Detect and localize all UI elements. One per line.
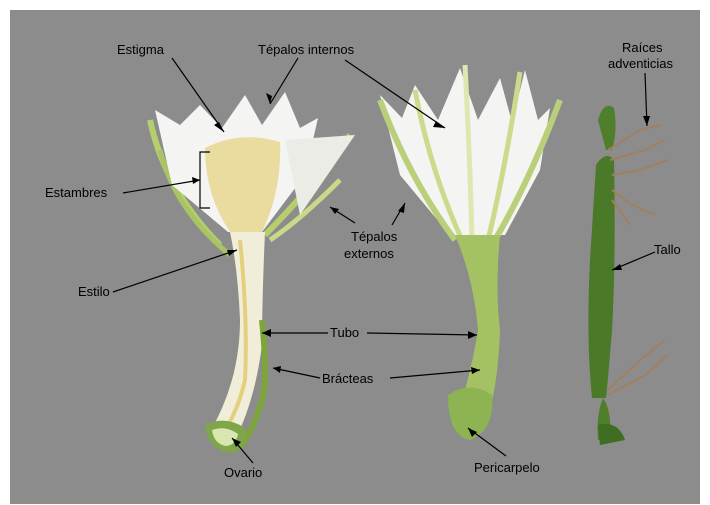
stem-illustration (588, 106, 668, 445)
label-pericarpelo: Pericarpelo (474, 460, 540, 475)
leader-bracteas-2 (390, 370, 480, 378)
label-estambres: Estambres (45, 185, 108, 200)
label-tubo: Tubo (330, 325, 359, 340)
label-bracteas: Brácteas (322, 371, 374, 386)
flower-section-illustration (150, 92, 355, 453)
leader-estilo (113, 250, 237, 292)
label-tallo: Tallo (654, 242, 681, 257)
label-tepalos-internos: Tépalos internos (258, 42, 355, 57)
label-raices-line2: adventicias (608, 56, 674, 71)
label-tepalos-externos-line2: externos (344, 246, 394, 261)
label-raices-line1: Raíces (622, 40, 663, 55)
label-tepalos-externos-line1: Tépalos (351, 229, 398, 244)
label-estigma: Estigma (117, 42, 165, 57)
label-estilo: Estilo (78, 284, 110, 299)
label-ovario: Ovario (224, 465, 262, 480)
leader-tubo-2 (367, 333, 477, 335)
whole-flower-illustration (380, 65, 560, 440)
